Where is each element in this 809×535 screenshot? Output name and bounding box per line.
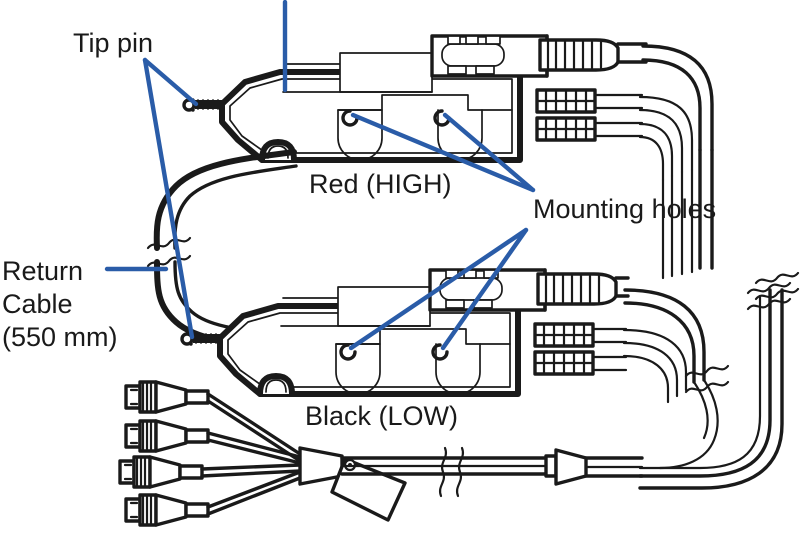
upper-connector-block [430,34,549,78]
break-mark-right-upper [754,271,800,301]
label-mounting-holes: Mounting holes [533,194,716,224]
bnc-connector-1 [124,380,302,463]
trunk-end-boot [544,448,588,486]
leader-mount-upper-left [350,112,536,193]
break-mark-far-right [746,281,792,311]
label-return-line2: Cable [2,289,73,319]
leader-mount-upper-right [442,112,536,193]
upper-probe-red-high [182,34,648,163]
break-mark-return-cable [146,236,192,268]
cable-id-tag [330,457,407,522]
upper-mounting-hole-left [341,109,359,127]
callout-leaders [104,0,536,351]
lower-mounting-hole-right [431,343,449,361]
lower-mounting-hole-left [339,343,357,361]
leader-mount-lower-right [440,227,529,351]
label-return-line3: (550 mm) [2,322,118,352]
label-red-high: Red (HIGH) [309,169,452,199]
label-tip-pin: Tip pin [73,28,153,58]
bnc-breakout-harness [118,380,644,527]
lower-strain-relief [536,272,618,306]
lower-probe-black-low [180,268,630,397]
upper-mounting-hole-right [433,109,451,127]
lower-cable-ferrules [533,322,595,376]
upper-strain-relief [538,38,620,72]
leader-tip-pin-upper [142,57,199,107]
leader-mount-lower-left [348,227,529,351]
upper-cable-ferrules [535,88,597,142]
right-cable-bundle [622,44,800,490]
bnc-connector-2 [124,419,302,465]
bnc-connector-3 [118,455,302,489]
leader-tip-pin-lower [142,57,195,340]
label-black-low: Black (LOW) [305,401,458,431]
bnc-connector-4 [124,470,302,527]
lower-connector-block [428,268,547,312]
break-mark-trunk [439,446,464,498]
label-return-line1: Return [2,256,83,286]
lower-tip-pin [180,332,221,346]
